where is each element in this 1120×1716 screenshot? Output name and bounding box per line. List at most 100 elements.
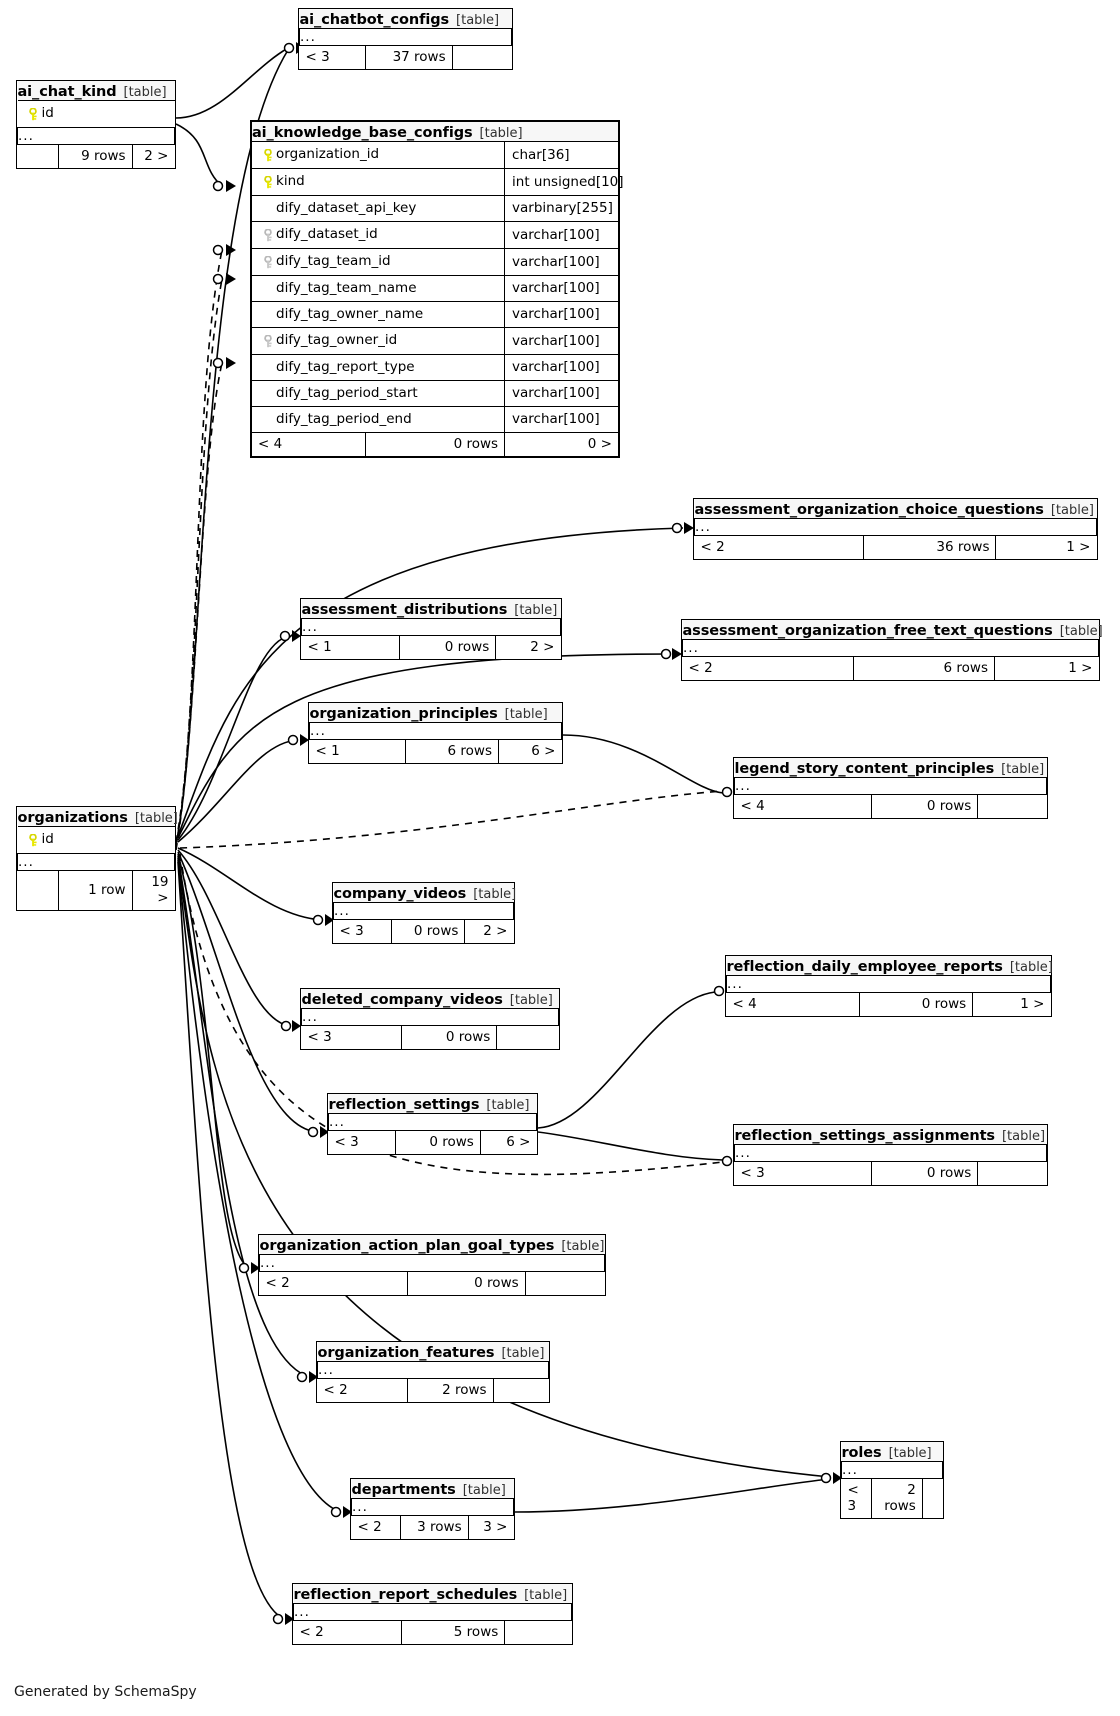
table-name: organization_action_plan_goal_types xyxy=(259,1238,555,1254)
edge-organizations-to-reflection-settings xyxy=(177,851,318,1133)
table-type-label: [table] xyxy=(123,85,167,100)
table-header[interactable]: deleted_company_videos[table] xyxy=(301,989,559,1009)
more-columns-ellipsis: ... xyxy=(301,1008,559,1026)
table-header[interactable]: legend_story_content_principles[table] xyxy=(734,758,1047,778)
outgoing-relations-count xyxy=(496,1025,559,1049)
table-header[interactable]: organization_action_plan_goal_types[tabl… xyxy=(259,1235,605,1255)
outgoing-relations-count xyxy=(492,1378,549,1402)
table-node-reflection_settings_assignments[interactable]: reflection_settings_assignments[table]..… xyxy=(733,1124,1048,1186)
incoming-relations-count: < 2 xyxy=(682,656,854,680)
table-header[interactable]: ai_knowledge_base_configs[table] xyxy=(252,122,618,142)
row-count: 0 rows xyxy=(394,1130,481,1154)
table-node-ai_knowledge_base_configs[interactable]: ai_knowledge_base_configs[table]organiza… xyxy=(250,120,624,458)
schemaspy-caption: Generated by SchemaSpy xyxy=(14,1684,197,1700)
table-type-label: [table] xyxy=(134,811,178,826)
table-name: assessment_distributions xyxy=(301,602,508,618)
edge-organizations-to-organization-principles xyxy=(177,739,299,843)
edge-organizations-to-assessment-distributions xyxy=(177,635,291,841)
table-header[interactable]: organization_features[table] xyxy=(317,1342,549,1362)
table-header[interactable]: reflection_daily_employee_reports[table] xyxy=(726,956,1053,976)
table-header[interactable]: reflection_settings [table] xyxy=(328,1094,537,1114)
more-columns-ellipsis: ... xyxy=(317,1361,549,1379)
table-header[interactable]: reflection_settings_assignments[table] xyxy=(734,1125,1047,1145)
table-header[interactable]: assessment_organization_choice_questions… xyxy=(694,499,1097,519)
table-node-legend_story_content_principles[interactable]: legend_story_content_principles[table]..… xyxy=(733,757,1048,819)
column-type: varchar[100] xyxy=(504,406,618,433)
table-header[interactable]: roles[table] xyxy=(841,1442,943,1462)
more-columns-ellipsis: ... xyxy=(351,1498,514,1516)
table-header[interactable]: assessment_distributions[table] xyxy=(301,599,561,619)
table-header[interactable]: departments[table] xyxy=(351,1479,514,1499)
incoming-relations-count: < 3 xyxy=(301,1025,403,1049)
table-type-label: [table] xyxy=(1001,762,1045,777)
column-row[interactable]: id xyxy=(17,826,175,854)
edge-organizations-to-akbc-1 xyxy=(175,249,223,843)
edge-organizations-to-company-videos xyxy=(177,847,323,921)
table-node-assessment_organization_free_text_questions[interactable]: assessment_organization_free_text_questi… xyxy=(681,619,1103,681)
table-node-reflection_report_schedules[interactable]: reflection_report_schedules[table]...< 2… xyxy=(292,1583,573,1645)
row-count: 0 rows xyxy=(401,1025,498,1049)
row-count: 0 rows xyxy=(399,635,497,659)
incoming-relations-count: < 2 xyxy=(293,1620,403,1644)
incoming-relations-count: < 3 xyxy=(734,1161,873,1185)
table-header[interactable]: assessment_organization_free_text_questi… xyxy=(682,620,1103,640)
table-header[interactable]: company_videos[table] xyxy=(333,883,516,903)
table-header[interactable]: ai_chatbot_configs[table] xyxy=(299,9,512,29)
incoming-relations-count: < 1 xyxy=(309,739,406,763)
table-header[interactable]: reflection_report_schedules[table] xyxy=(293,1584,572,1604)
incoming-relations-count xyxy=(17,870,59,910)
column-row[interactable]: id xyxy=(17,100,175,128)
outgoing-relations-count: 1 > xyxy=(995,535,1097,559)
table-grid: ai_knowledge_base_configs[table]organiza… xyxy=(252,122,624,456)
table-type-label: [table] xyxy=(486,1098,530,1113)
table-name: departments xyxy=(351,1482,456,1498)
table-header[interactable]: organization_principles[table] xyxy=(309,703,562,723)
table-header[interactable]: organizations[table] xyxy=(17,807,178,827)
table-node-reflection_daily_employee_reports[interactable]: reflection_daily_employee_reports[table]… xyxy=(725,955,1053,1017)
table-header[interactable]: ai_chat_kind[table] xyxy=(17,81,175,101)
more-columns-ellipsis: ... xyxy=(734,777,1047,795)
table-name: reflection_settings xyxy=(328,1097,480,1113)
foreign-key-icon xyxy=(263,254,272,268)
primary-key-icon-slot xyxy=(28,106,42,122)
more-columns-ellipsis: ... xyxy=(734,1144,1047,1162)
table-node-organization_action_plan_goal_types[interactable]: organization_action_plan_goal_types[tabl… xyxy=(258,1234,606,1296)
table-node-assessment_organization_choice_questions[interactable]: assessment_organization_choice_questions… xyxy=(693,498,1098,560)
incoming-relations-count: < 4 xyxy=(734,794,873,818)
table-name: company_videos xyxy=(333,886,467,902)
column-name: dify_tag_owner_id xyxy=(276,332,398,348)
foreign-key-icon xyxy=(263,227,272,241)
